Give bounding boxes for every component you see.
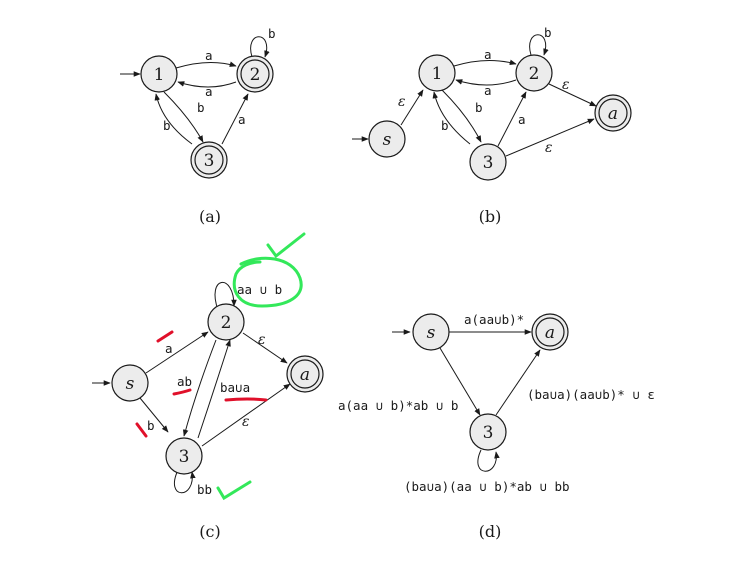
state-3: 3 (469, 143, 507, 181)
label-s-2: a (165, 341, 173, 356)
red-mark-ba-a (224, 397, 268, 402)
green-check-top (266, 232, 306, 259)
label-loop-2: b (544, 25, 552, 40)
label-3-a: ε (242, 414, 250, 430)
label-3-1: b (441, 118, 449, 133)
state-1-label: 1 (154, 65, 165, 85)
red-mark-a (156, 330, 174, 343)
label-3-1: b (163, 118, 171, 133)
label-1-3: b (197, 100, 205, 115)
edge-3-a (201, 383, 291, 447)
edge-2-a (548, 83, 597, 107)
loop-2 (529, 34, 549, 56)
state-3-accepting: 3 (190, 141, 228, 179)
state-1: 1 (418, 54, 456, 92)
edge-1-3 (163, 91, 204, 143)
state-s-label: s (427, 323, 436, 343)
edge-3-2 (221, 93, 249, 145)
label-3-a: (ba∪a)(aa∪b)* ∪ ε (527, 387, 655, 402)
state-3-label: 3 (204, 151, 215, 171)
state-2: 2 (207, 303, 245, 341)
state-3-label: 3 (179, 447, 190, 467)
loop-3 (477, 449, 500, 472)
state-s: s (111, 364, 149, 402)
label-ba-a: ba∪a (220, 380, 250, 395)
panel-b: ε a a b b b a ε ε s 1 2 3 a (b) (352, 25, 632, 226)
edge-3-a (495, 349, 541, 416)
state-a-label: a (300, 365, 310, 385)
state-1: 1 (140, 55, 178, 93)
edge-3-a (505, 118, 595, 157)
label-loop-3: (ba∪a)(aa ∪ b)*ab ∪ bb (404, 479, 570, 494)
edge-2-1 (177, 81, 237, 88)
state-a-label: a (545, 323, 555, 343)
state-2-label: 2 (529, 64, 540, 84)
label-2-1: a (205, 84, 213, 99)
state-s-label: s (126, 374, 135, 394)
state-3: 3 (469, 413, 507, 451)
state-3-label: 3 (483, 423, 494, 443)
label-3-2: a (518, 112, 526, 127)
edge-1-2 (453, 59, 517, 67)
red-mark-ab (172, 388, 192, 396)
state-a-accepting: a (531, 313, 569, 351)
state-a-accepting: a (594, 94, 632, 132)
state-s-label: s (383, 130, 392, 150)
state-a-label: a (608, 104, 618, 124)
label-s-a: a(aa∪b)* (464, 312, 524, 327)
state-2: 2 (515, 54, 553, 92)
panel-c: aa ∪ b a b ab ba∪a ε ε bb s 2 3 (92, 232, 324, 541)
state-2-accepting: 2 (236, 55, 274, 93)
state-3-label: 3 (483, 153, 494, 173)
loop-3 (173, 469, 196, 494)
label-s-3: a(aa ∪ b)*ab ∪ b (338, 398, 458, 413)
edge-2-a (242, 332, 288, 364)
label-2-3: ab (177, 374, 192, 389)
loop-2 (250, 36, 270, 58)
state-2-label: 2 (250, 65, 261, 85)
label-3-a: ε (545, 140, 553, 156)
label-2-a: ε (258, 332, 266, 348)
edge-2-1 (455, 79, 517, 86)
caption-b: (b) (479, 207, 502, 226)
edge-s-3 (139, 397, 169, 433)
edge-s-1 (400, 89, 424, 126)
state-1-label: 1 (432, 64, 443, 84)
label-1-2: a (205, 48, 213, 63)
label-1-3: b (475, 100, 483, 115)
panel-d: a(aa∪b)* a(aa ∪ b)*ab ∪ b (ba∪a)(aa∪b)* … (338, 312, 655, 541)
label-1-2: a (484, 47, 492, 62)
state-s: s (412, 313, 450, 351)
state-s: s (368, 120, 406, 158)
label-3-2: a (238, 112, 246, 127)
edge-s-2 (145, 331, 209, 374)
edge-s-3 (439, 347, 481, 416)
caption-d: (d) (479, 522, 502, 541)
edge-1-3 (441, 89, 482, 143)
edge-3-2 (497, 91, 527, 147)
green-circle-loop-label (232, 256, 303, 308)
panel-a: a a b b b a 1 2 3 (a) (120, 26, 276, 226)
caption-c: (c) (199, 522, 220, 541)
edge-2-3 (182, 339, 217, 437)
label-2-1: a (484, 83, 492, 98)
edge-3-1 (154, 93, 193, 145)
red-mark-b (135, 422, 148, 438)
label-2-a: ε (562, 77, 570, 93)
edge-3-2 (197, 339, 231, 439)
label-loop-3: bb (197, 482, 212, 497)
loop-2 (214, 282, 237, 311)
label-s-1: ε (398, 94, 406, 110)
state-2-label: 2 (221, 313, 232, 333)
state-a-accepting: a (286, 355, 324, 393)
label-loop-2: b (268, 26, 276, 41)
label-s-3: b (147, 418, 155, 433)
state-3: 3 (165, 437, 203, 475)
green-check-bottom (216, 480, 252, 501)
edge-1-2 (175, 61, 237, 69)
caption-a: (a) (199, 207, 221, 226)
label-loop-2: aa ∪ b (237, 282, 282, 297)
edge-3-1 (432, 91, 471, 145)
